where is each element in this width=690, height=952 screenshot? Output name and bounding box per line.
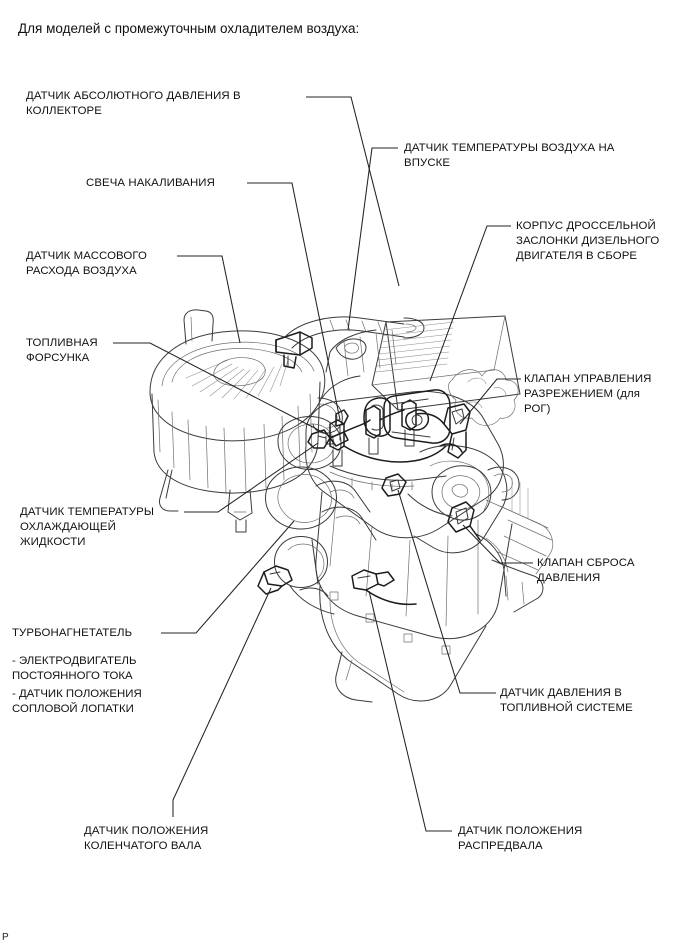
fuel-rail-and-injectors xyxy=(329,399,447,493)
glow-plug-part xyxy=(335,409,349,441)
leader-pressure-relief-valve xyxy=(462,524,533,564)
callout-intake-air-temp-sensor: ДАТЧИК ТЕМПЕРАТУРЫ ВОЗДУХА НА ВПУСКЕ xyxy=(404,142,615,170)
leader-fuel-injector xyxy=(113,342,333,438)
cylinder-head-cover xyxy=(321,329,397,399)
exhaust-manifold-turbocharger xyxy=(413,369,520,597)
leader-map-sensor xyxy=(306,96,400,287)
sub-item-turbo-dc-motor: - ЭЛЕКТРОДВИГАТЕЛЬ ПОСТОЯННОГО ТОКА xyxy=(12,655,137,683)
coolant-temp-sensor-part xyxy=(307,429,349,449)
page-corner-mark: P xyxy=(2,932,9,943)
callout-turbocharger: ТУРБОНАГНЕТАТЕЛЬ xyxy=(12,627,133,639)
fuel-pressure-sensor-part xyxy=(381,473,407,497)
air-cleaner-assembly xyxy=(149,309,343,533)
callout-pressure-relief-valve: КЛАПАН СБРОСА ДАВЛЕНИЯ xyxy=(537,557,635,585)
callout-fuel-pressure-sensor: ДАТЧИК ДАВЛЕНИЯ В ТОПЛИВНОЙ СИСТЕМЕ xyxy=(500,687,633,715)
callout-engine-coolant-temp-sensor: ДАТЧИК ТЕМПЕРАТУРЫ ОХЛАЖДАЮЩЕЙ ЖИДКОСТИ xyxy=(20,506,155,549)
callout-mass-air-flow-meter: ДАТЧИК МАССОВОГО РАСХОДА ВОЗДУХА xyxy=(26,250,147,278)
leader-glow-plug xyxy=(247,182,341,421)
sub-item-turbo-nozzle-vane-position-sensor: - ДАТЧИК ПОЛОЖЕНИЯ СОПЛОВОЙ ЛОПАТКИ xyxy=(12,688,142,716)
leader-turbocharger xyxy=(161,520,295,634)
leader-camshaft-position-sensor xyxy=(368,590,452,832)
wiring-harness xyxy=(289,445,453,615)
vacuum-regulating-valve-part xyxy=(439,403,471,459)
intake-air-duct xyxy=(285,316,425,349)
crankshaft-position-sensor-part xyxy=(257,565,293,595)
mass-air-flow-meter-part xyxy=(275,331,313,369)
leader-engine-coolant-temp-sensor xyxy=(184,442,319,513)
callout-camshaft-position-sensor: ДАТЧИК ПОЛОЖЕНИЯ РАСПРЕДВАЛА xyxy=(458,825,583,853)
leader-vacuum-regulating-valve xyxy=(459,378,521,425)
page-title: Для моделей с промежуточным охладителем … xyxy=(18,21,360,36)
diesel-throttle-body-part xyxy=(363,389,451,444)
callout-glow-plug: СВЕЧА НАКАЛИВАНИЯ xyxy=(86,177,215,189)
leader-fuel-pressure-sensor xyxy=(397,489,496,694)
leader-diesel-throttle-body xyxy=(429,225,511,382)
callout-diesel-throttle-body: КОРПУС ДРОССЕЛЬНОЙ ЗАСЛОНКИ ДИЗЕЛЬНОГО Д… xyxy=(516,220,660,263)
leader-intake-air-temp-sensor xyxy=(347,147,398,331)
leader-crankshaft-position-sensor xyxy=(172,587,272,817)
callout-crankshaft-position-sensor: ДАТЧИК ПОЛОЖЕНИЯ КОЛЕНЧАТОГО ВАЛА xyxy=(84,825,209,853)
callout-map-sensor: ДАТЧИК АБСОЛЮТНОГО ДАВЛЕНИЯ В КОЛЛЕКТОРЕ xyxy=(26,90,241,118)
callout-vacuum-regulating-valve: КЛАПАН УПРАВЛЕНИЯ РАЗРЕЖЕНИЕМ (для РОГ) xyxy=(524,373,652,416)
front-cover-and-pulleys xyxy=(265,416,342,597)
callout-fuel-injector: ТОПЛИВНАЯ ФОРСУНКА xyxy=(26,337,98,365)
pressure-relief-valve-part xyxy=(447,501,481,541)
right-side-block-detail xyxy=(485,477,554,613)
intake-manifold-runners xyxy=(311,480,377,585)
intercooler-assembly xyxy=(371,315,521,411)
engine-block xyxy=(305,390,513,703)
camshaft-position-sensor-part xyxy=(351,569,395,591)
leader-mass-air-flow-meter xyxy=(177,255,241,344)
